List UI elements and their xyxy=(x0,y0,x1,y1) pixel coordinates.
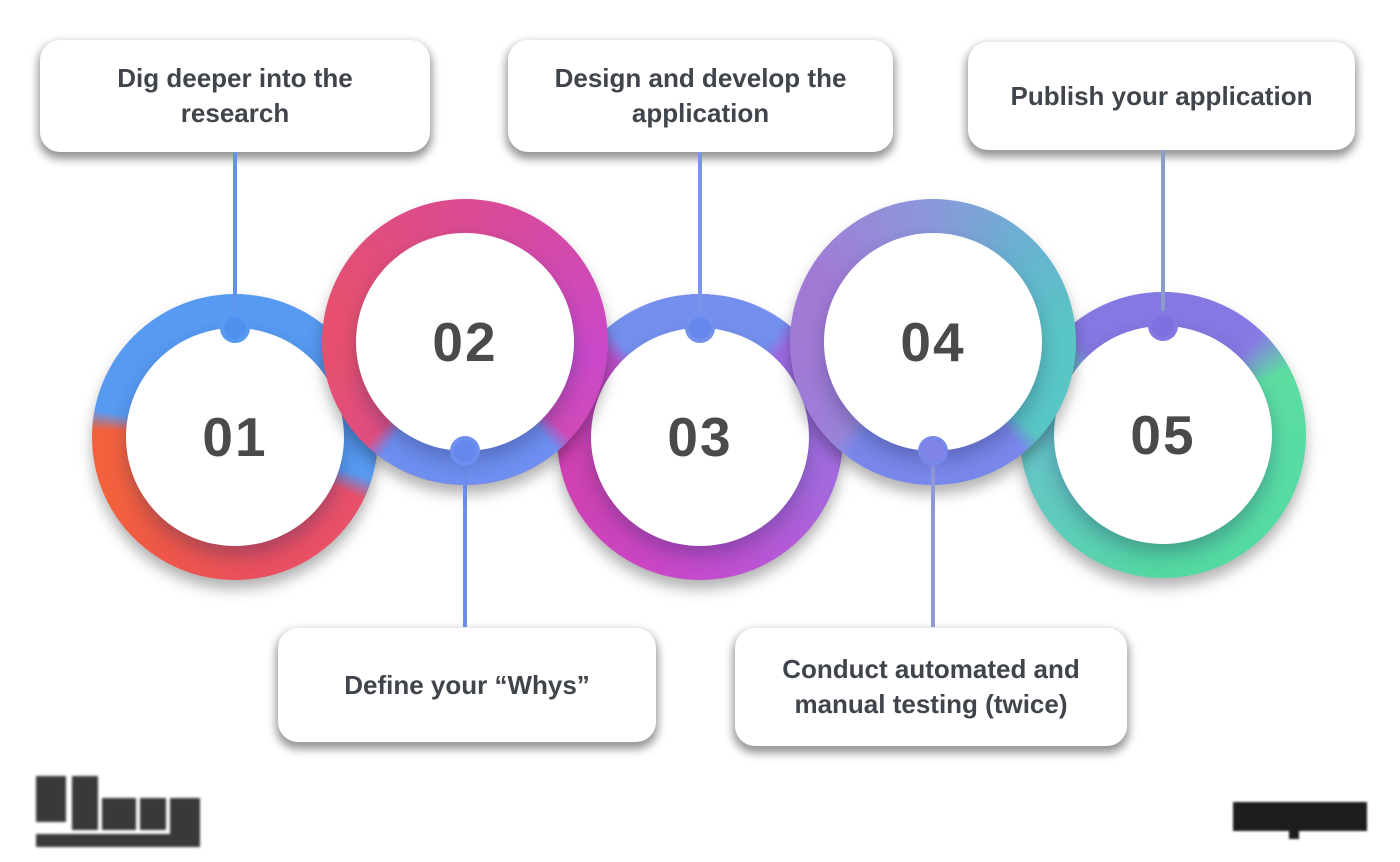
footer-left-logo-underline xyxy=(36,834,200,847)
callout-step-05: Publish your application xyxy=(968,42,1355,150)
footer-right-logo xyxy=(1231,798,1371,840)
callout-step-02-label: Define your “Whys” xyxy=(344,669,590,700)
step-04-number: 04 xyxy=(900,311,966,373)
step-circle-05: 05 xyxy=(1020,150,1306,578)
footer-left-logo-block xyxy=(170,798,200,838)
step-01-connector-dot xyxy=(224,317,246,339)
step-02-connector-dot xyxy=(454,440,476,462)
callout-step-04: Conduct automated and manual testing (tw… xyxy=(735,628,1127,746)
footer-right-logo-block xyxy=(1233,802,1367,831)
step-05-number: 05 xyxy=(1130,404,1196,466)
step-02-connector-line xyxy=(463,449,467,627)
footer-left-logo-block xyxy=(36,776,66,822)
step-04-connector-line xyxy=(931,449,935,627)
callout-step-03: Design and develop the application xyxy=(508,40,893,152)
step-01-inner-circle xyxy=(126,328,344,546)
step-05-connector-dot xyxy=(1152,315,1174,337)
callout-step-03-label: Design and develop the application xyxy=(554,63,847,128)
step-circle-02: 02 xyxy=(322,199,608,627)
step-03-connector-dot xyxy=(689,317,711,339)
step-04-inner-circle xyxy=(824,233,1042,451)
footer-left-logo-block xyxy=(140,798,166,830)
footer-right-logo-block xyxy=(1289,831,1299,839)
footer-left-logo-block xyxy=(72,776,98,830)
step-04-connector-dot xyxy=(922,440,944,462)
step-01-number: 01 xyxy=(202,406,268,468)
callout-step-01: Dig deeper into the research xyxy=(40,40,430,152)
footer-left-logo xyxy=(36,776,202,847)
callout-step-01-label: Dig deeper into the research xyxy=(117,63,353,128)
step-02-number: 02 xyxy=(432,311,498,373)
step-05-inner-circle xyxy=(1054,326,1272,544)
step-03-inner-circle xyxy=(591,328,809,546)
step-01-connector-line xyxy=(233,152,237,330)
callout-step-04-label: Conduct automated and manual testing (tw… xyxy=(782,654,1080,719)
step-02-inner-circle xyxy=(356,233,574,451)
callout-step-02: Define your “Whys” xyxy=(278,628,656,742)
step-03-number: 03 xyxy=(667,406,733,468)
step-05-connector-line xyxy=(1161,150,1165,328)
step-03-connector-line xyxy=(698,152,702,330)
callout-step-05-label: Publish your application xyxy=(1010,80,1313,111)
footer-left-logo-block xyxy=(102,798,136,830)
step-circle-04: 04 xyxy=(790,199,1076,627)
